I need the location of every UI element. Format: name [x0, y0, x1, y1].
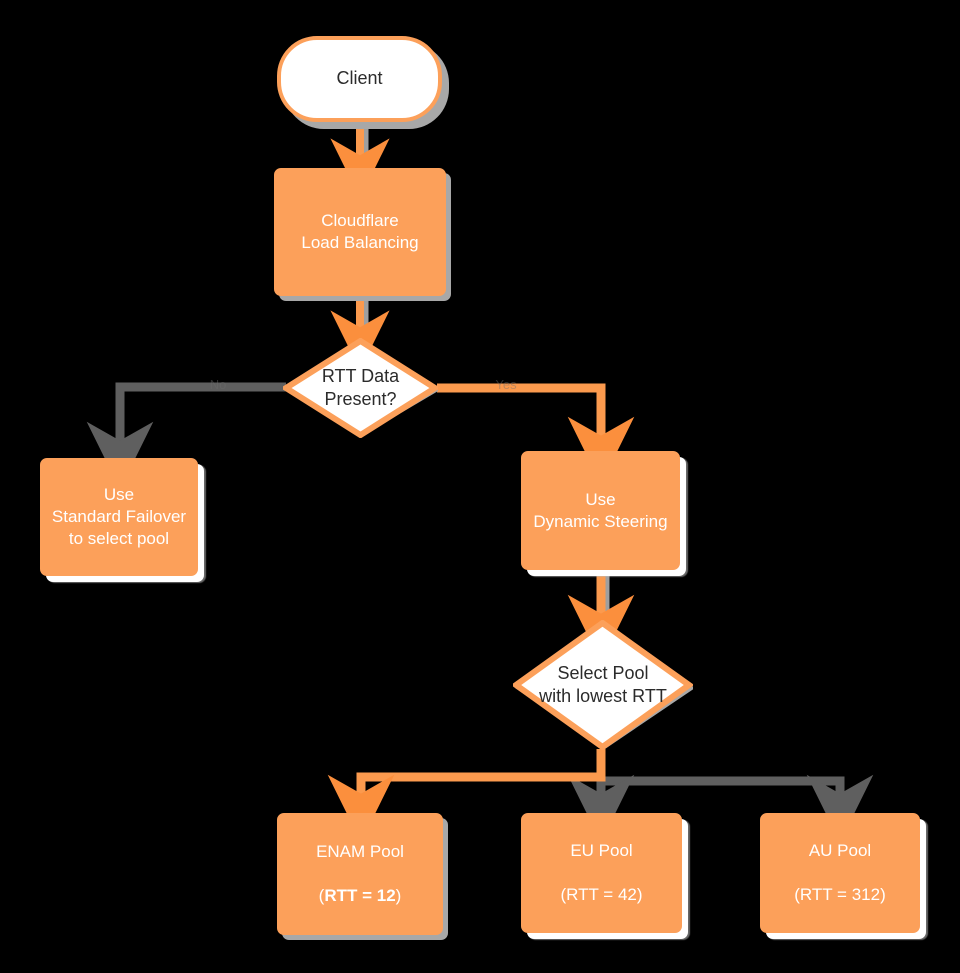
rtt-decision-diamond-shape [283, 338, 438, 438]
edge-rtt-decision-to-dynamic-steering [437, 383, 635, 485]
node-eu-pool[interactable]: EU Pool (RTT = 42) [521, 813, 682, 933]
node-standard-failover-label: Use Standard Failover to select pool [51, 485, 187, 548]
edge-label-yes: Yes [495, 377, 517, 392]
node-eu-pool-metric: (RTT = 42) [528, 884, 675, 906]
enam-metric-value: RTT = 12 [324, 885, 396, 905]
edge-select-pool-to-au-pool [596, 749, 874, 843]
node-load-balancing-label: Cloudflare Load Balancing [301, 211, 419, 252]
enam-metric-open-paren: ( [318, 885, 325, 905]
node-au-pool-metric: (RTT = 312) [767, 884, 913, 906]
enam-metric-close-paren: ) [395, 885, 402, 905]
au-metric-close-paren: ) [880, 884, 886, 904]
node-au-pool[interactable]: AU Pool (RTT = 312) [760, 813, 920, 933]
node-enam-pool-metric: (RTT = 12) [284, 885, 436, 907]
node-client-label: Client [336, 68, 383, 89]
node-dynamic-steering[interactable]: Use Dynamic Steering [521, 451, 680, 570]
node-load-balancing[interactable]: Cloudflare Load Balancing [274, 168, 446, 296]
node-dynamic-steering-label: Use Dynamic Steering [533, 489, 668, 531]
node-au-pool-title: AU Pool [808, 841, 872, 861]
edge-rtt-decision-to-standard-failover [86, 382, 286, 490]
au-metric-open-paren: ( [794, 884, 800, 904]
au-metric-value: RTT = 312 [799, 884, 881, 904]
node-rtt-decision[interactable]: RTT Data Present? [283, 338, 438, 438]
node-standard-failover[interactable]: Use Standard Failover to select pool [40, 458, 198, 576]
edge-select-pool-to-enam-pool [327, 749, 606, 843]
eu-metric-close-paren: ) [636, 884, 643, 904]
select-pool-diamond-shape [513, 620, 693, 750]
eu-metric-value: RTT = 42 [566, 884, 637, 904]
node-enam-pool-title: ENAM Pool [316, 842, 404, 862]
edge-label-no: No [209, 377, 227, 392]
node-eu-pool-title: EU Pool [570, 841, 633, 861]
eu-metric-open-paren: ( [560, 884, 567, 904]
node-client[interactable]: Client [277, 36, 442, 122]
node-enam-pool[interactable]: ENAM Pool (RTT = 12) [277, 813, 443, 935]
node-select-pool[interactable]: Select Pool with lowest RTT [513, 620, 693, 750]
